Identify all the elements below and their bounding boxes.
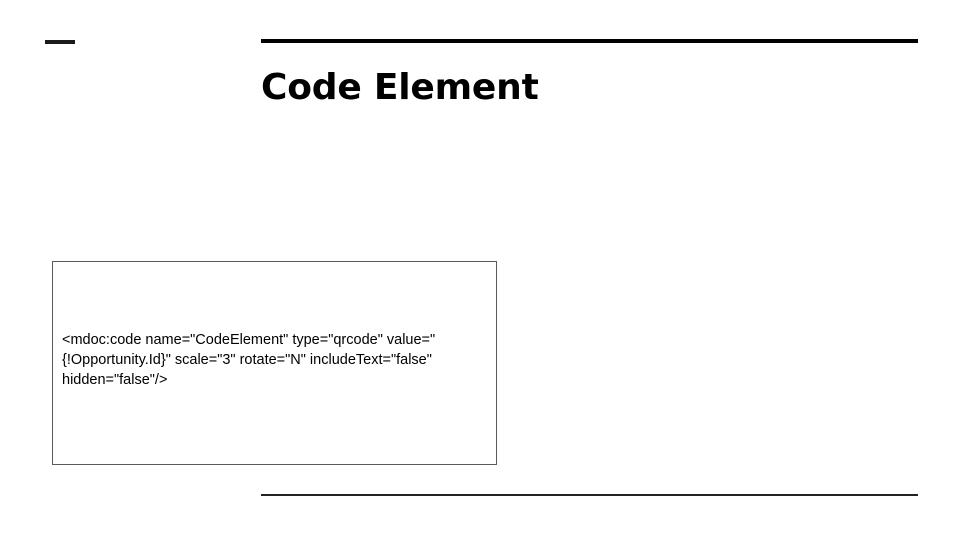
page-title: Code Element bbox=[261, 67, 539, 108]
code-snippet-text: <mdoc:code name="CodeElement" type="qrco… bbox=[62, 332, 436, 388]
corner-dash-icon bbox=[45, 40, 75, 44]
footer-rule bbox=[261, 494, 918, 496]
title-top-rule bbox=[261, 39, 918, 43]
code-block-container: <mdoc:code name="CodeElement" type="qrco… bbox=[52, 261, 497, 465]
